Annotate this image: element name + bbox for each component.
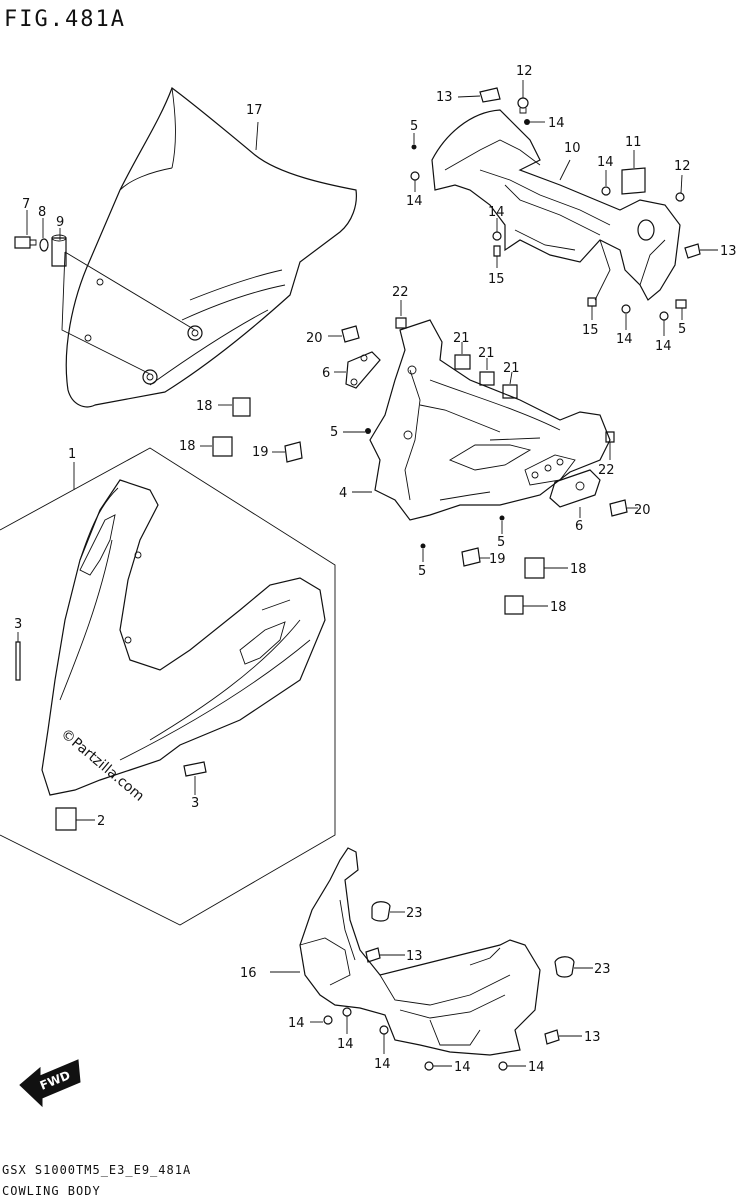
- callout-7: 7: [22, 197, 30, 212]
- callout-14-e: 14: [616, 332, 633, 347]
- callout-23-b: 23: [594, 962, 611, 977]
- callout-1: 1: [68, 447, 76, 462]
- callout-8: 8: [38, 205, 46, 220]
- callout-18-d: 18: [550, 600, 567, 615]
- callout-16: 16: [240, 966, 257, 981]
- inner-cowling-part: [352, 319, 611, 521]
- callout-21-b: 21: [478, 346, 495, 361]
- callout-4: 4: [339, 486, 347, 501]
- callout-5-a: 5: [410, 119, 418, 134]
- callout-10: 10: [564, 141, 581, 156]
- callout-22-a: 22: [392, 285, 409, 300]
- callout-5-e: 5: [418, 564, 426, 579]
- windscreen-part: [61, 87, 357, 408]
- callout-13-d: 13: [584, 1030, 601, 1045]
- callout-21-a: 21: [453, 331, 470, 346]
- inner-fastener-set: [200, 300, 638, 615]
- callout-23-a: 23: [406, 906, 423, 921]
- upper-fastener-set: [410, 80, 718, 336]
- callout-14-f: 14: [655, 339, 672, 354]
- callout-20-b: 20: [634, 503, 651, 518]
- callout-15-b: 15: [582, 323, 599, 338]
- callout-12-b: 12: [674, 159, 691, 174]
- callout-13-a: 13: [436, 90, 453, 105]
- callout-14-i: 14: [374, 1057, 391, 1072]
- callout-18-c: 18: [570, 562, 587, 577]
- callout-9: 9: [56, 215, 64, 230]
- callout-3-a: 3: [14, 617, 22, 632]
- windscreen-screw-set: [14, 210, 67, 267]
- callout-14-a: 14: [548, 116, 565, 131]
- callout-5-b: 5: [678, 322, 686, 337]
- callout-14-c: 14: [597, 155, 614, 170]
- callout-14-j: 14: [454, 1060, 471, 1075]
- callout-19-b: 19: [489, 552, 506, 567]
- callout-13-c: 13: [406, 949, 423, 964]
- callout-14-d: 14: [488, 205, 505, 220]
- figure-title: FIG.481A: [4, 7, 126, 32]
- callout-13-b: 13: [720, 244, 737, 259]
- callout-11: 11: [625, 135, 642, 150]
- callout-21-c: 21: [503, 361, 520, 376]
- callout-5-d: 5: [497, 535, 505, 550]
- front-cowling-part: [0, 447, 336, 926]
- callout-12-a: 12: [516, 64, 533, 79]
- fwd-arrow-icon: FWD: [19, 1059, 81, 1108]
- callout-6-a: 6: [322, 366, 330, 381]
- callout-20-a: 20: [306, 331, 323, 346]
- watermark: ©Partzilla.com: [57, 726, 147, 805]
- callout-14-k: 14: [528, 1060, 545, 1075]
- callout-14-h: 14: [337, 1037, 354, 1052]
- callout-18-b: 18: [179, 439, 196, 454]
- callout-5-c: 5: [330, 425, 338, 440]
- callout-14-b: 14: [406, 194, 423, 209]
- footer-code: GSX S1000TM5_E3_E9_481A: [2, 1163, 191, 1177]
- callout-22-b: 22: [598, 463, 615, 478]
- upper-bracket-part: [431, 109, 681, 301]
- under-cowling-part: [270, 847, 541, 1056]
- callout-17: 17: [246, 103, 263, 118]
- footer-section: COWLING BODY: [2, 1184, 101, 1198]
- callout-18-a: 18: [196, 399, 213, 414]
- callout-3-b: 3: [191, 796, 199, 811]
- callout-15-a: 15: [488, 272, 505, 287]
- under-fastener-set: [310, 901, 593, 1071]
- callout-19-a: 19: [252, 445, 269, 460]
- callout-2: 2: [97, 814, 105, 829]
- callout-14-g: 14: [288, 1016, 305, 1031]
- callout-6-b: 6: [575, 519, 583, 534]
